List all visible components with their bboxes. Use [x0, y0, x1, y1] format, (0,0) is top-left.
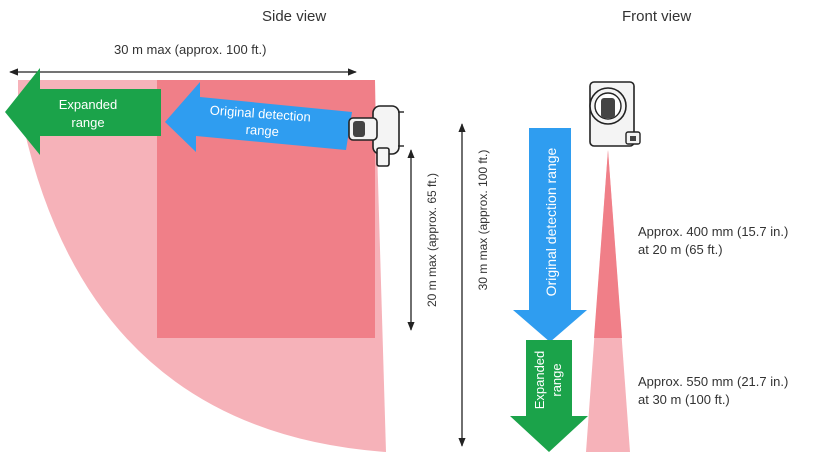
- note-550mm-line1: Approx. 550 mm (21.7 in.): [638, 374, 789, 389]
- side-expanded-label-line1: Expanded: [59, 97, 118, 112]
- front-original-arrow: [513, 128, 587, 342]
- side-original-arrow: [165, 82, 352, 152]
- note-400mm-line2: at 20 m (65 ft.): [638, 242, 723, 257]
- front-view-title: Front view: [622, 8, 692, 25]
- front-expanded-arrow: [510, 340, 588, 452]
- side-expanded-arrow: [5, 68, 161, 155]
- vertical-dimension-30m-label: 30 m max (approx. 100 ft.): [476, 150, 490, 291]
- side-expanded-label-line2: range: [71, 115, 104, 130]
- note-550mm-line2: at 30 m (100 ft.): [638, 392, 730, 407]
- front-expanded-label-line2: range: [549, 363, 564, 396]
- note-400mm-line1: Approx. 400 mm (15.7 in.): [638, 224, 789, 239]
- front-original-label: Original detection range: [543, 147, 559, 296]
- side-sensor-icon: [348, 105, 404, 167]
- side-original-label-line1: Original detection: [209, 103, 311, 125]
- front-original-cone: [594, 150, 622, 338]
- front-sensor-icon: [589, 81, 641, 147]
- vertical-dimension-20m-label: 20 m max (approx. 65 ft.): [425, 173, 439, 307]
- side-view-title: Side view: [262, 8, 327, 25]
- horizontal-dimension-label: 30 m max (approx. 100 ft.): [114, 42, 267, 57]
- side-original-label-line2: range: [245, 122, 279, 139]
- front-expanded-label-line1: Expanded: [532, 351, 547, 410]
